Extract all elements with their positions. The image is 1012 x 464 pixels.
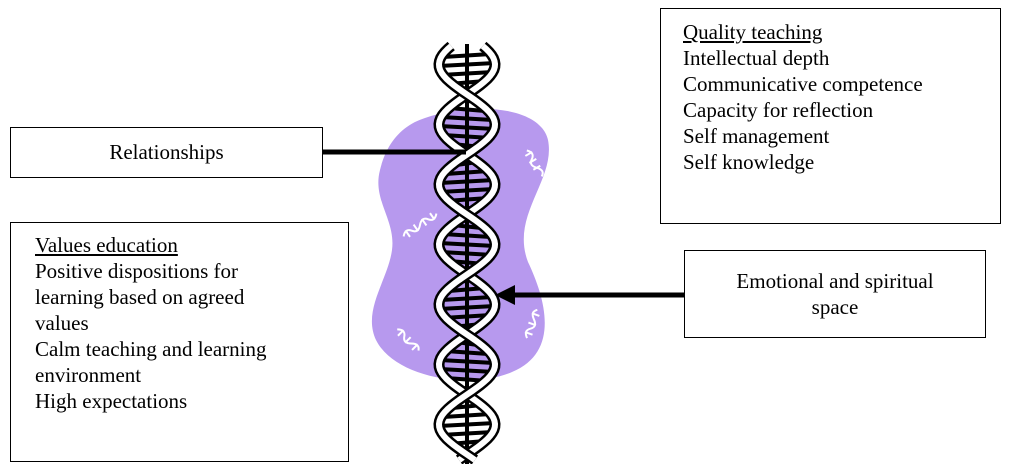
emotional-spiritual-box: Emotional and spiritual space xyxy=(684,250,986,338)
helix-rung xyxy=(443,52,491,59)
helix-rung xyxy=(441,295,493,302)
helix-rung xyxy=(438,61,496,68)
values-education-line: learning based on agreed xyxy=(35,285,245,310)
values-education-line: environment xyxy=(35,363,142,388)
emotional-spiritual-label: Emotional and spiritual xyxy=(736,268,934,293)
helix-rung xyxy=(438,421,496,428)
emotional-spiritual-label: space xyxy=(811,295,859,319)
values-education-heading: Values education xyxy=(35,233,178,257)
quality-teaching-item: Intellectual depth xyxy=(683,46,830,71)
dna-strand-icon xyxy=(397,149,544,351)
helix-rung xyxy=(443,232,491,239)
quality-teaching-item: Communicative competence xyxy=(683,72,923,97)
helix-rung xyxy=(439,358,495,365)
values-education-line: Calm teaching and learning xyxy=(35,337,267,362)
helix-rung xyxy=(439,178,495,185)
helix-backbone xyxy=(435,43,499,463)
quality-teaching-item: Capacity for reflection xyxy=(683,98,874,123)
helix-rung xyxy=(438,124,496,131)
values-education-line: High expectations xyxy=(35,389,188,414)
values-education-box: Values education Positive dispositions f… xyxy=(10,222,349,462)
values-education-line: Positive dispositions for xyxy=(35,259,239,284)
quality-teaching-item: Self management xyxy=(683,124,830,149)
relationships-label: Relationships xyxy=(109,140,224,165)
emotional-arrow-head xyxy=(495,285,515,305)
dna-helix-icon xyxy=(433,41,501,464)
values-education-line: values xyxy=(35,311,89,336)
helix-rung xyxy=(438,304,496,311)
helix-rung xyxy=(439,187,495,194)
quality-teaching-heading: Quality teaching xyxy=(683,20,823,44)
quality-teaching-box: Quality teaching Intellectual depth Comm… xyxy=(660,8,1001,224)
quality-teaching-item: Self knowledge xyxy=(683,150,815,175)
helix-backbone xyxy=(435,43,499,463)
helix-rung xyxy=(443,412,491,419)
helix-rung xyxy=(438,241,496,248)
helix-rung xyxy=(439,367,495,374)
helix-rung xyxy=(441,115,493,122)
relationships-box: Relationships xyxy=(10,127,323,178)
